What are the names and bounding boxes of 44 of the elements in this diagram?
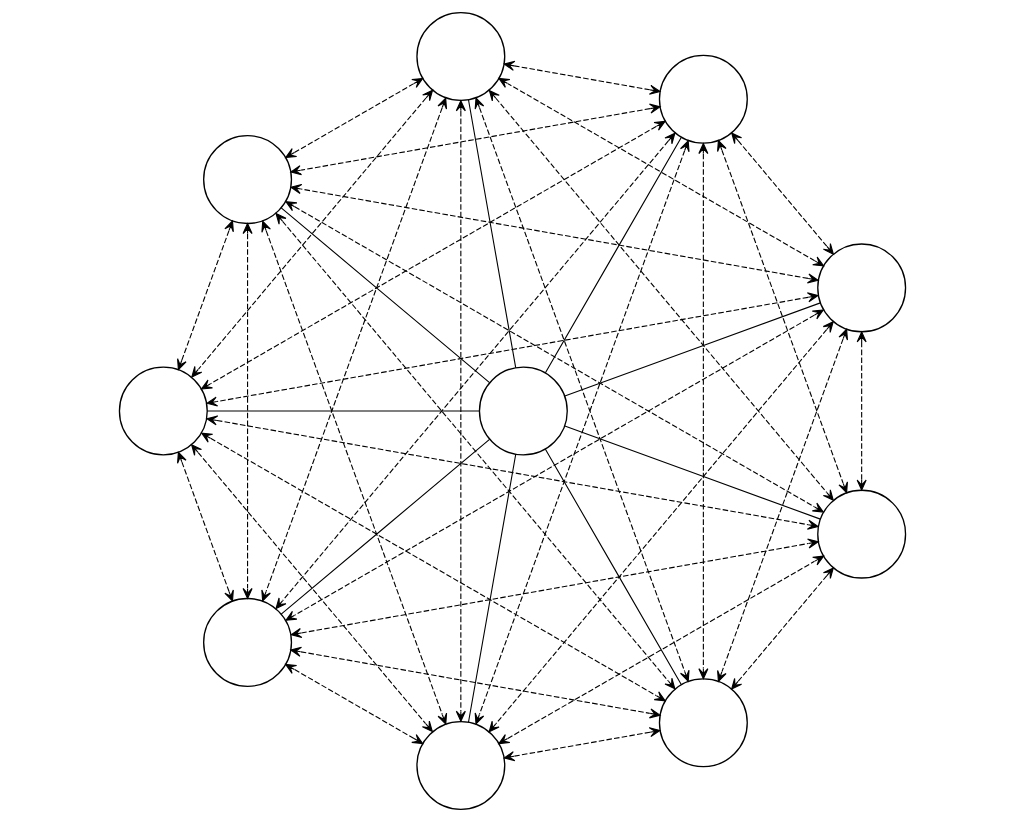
arrow (488, 89, 834, 501)
connector (280, 438, 490, 615)
arrow (730, 567, 834, 690)
arrow (190, 89, 433, 378)
arrow (503, 60, 661, 95)
arrow (730, 132, 834, 255)
arrow (275, 213, 675, 690)
connector (206, 410, 480, 412)
arrow (284, 77, 423, 159)
connector (544, 448, 682, 686)
node-circle (478, 366, 568, 456)
arrow (856, 331, 867, 491)
arrow (200, 432, 666, 702)
connector (544, 136, 682, 374)
connector (280, 207, 490, 384)
arrow (716, 328, 848, 682)
arrow (716, 139, 848, 494)
arrow (289, 184, 819, 284)
arrow (289, 103, 661, 176)
arrow (497, 77, 824, 267)
connector (467, 99, 516, 369)
arrow (290, 538, 819, 638)
arrow (176, 451, 234, 602)
arrow (275, 132, 675, 609)
arrow (284, 309, 824, 621)
arrow (697, 143, 708, 680)
arrow (205, 292, 819, 407)
arrow (205, 415, 819, 530)
arrow (260, 97, 447, 602)
arrow (289, 646, 661, 719)
arrow (260, 220, 447, 725)
arrow (455, 100, 466, 722)
arrow (190, 444, 433, 733)
connector (563, 425, 821, 520)
arrow (176, 220, 234, 371)
connector (467, 453, 516, 723)
arrow (497, 555, 824, 745)
connector (563, 302, 821, 397)
arrow (242, 223, 253, 599)
arrow (503, 727, 661, 762)
arrow (488, 321, 834, 733)
arrow (200, 120, 665, 390)
arrow (284, 663, 423, 745)
arrow (284, 201, 824, 513)
